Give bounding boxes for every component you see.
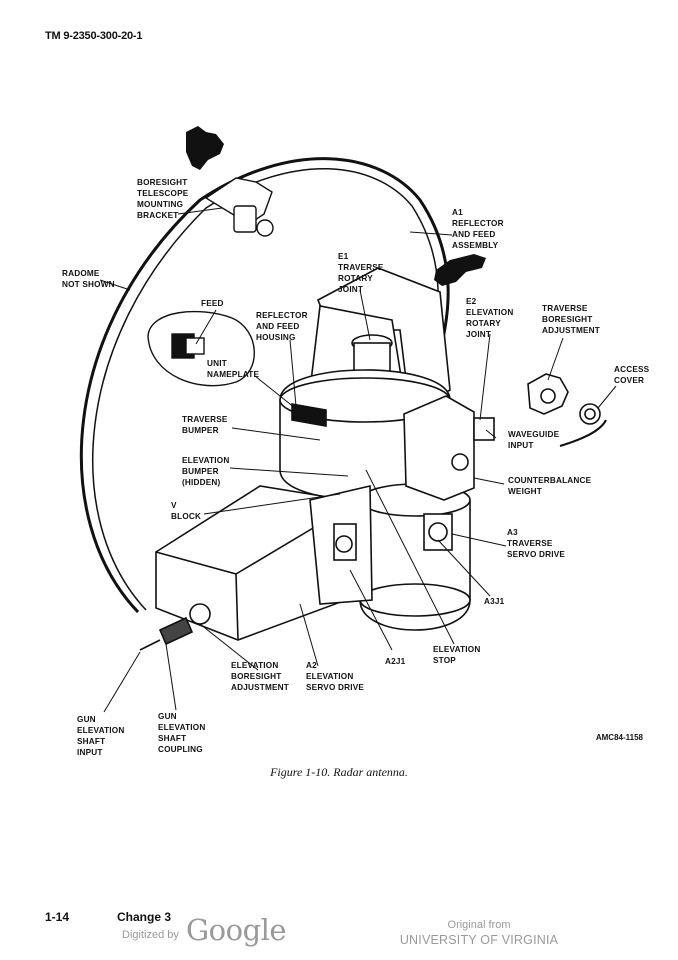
label-boresight-telescope-bracket: BORESIGHT TELESCOPE MOUNTING BRACKET xyxy=(137,178,189,220)
label-a2-elevation-servo: A2 ELEVATION SERVO DRIVE xyxy=(306,661,365,692)
label-a3j1: A3J1 xyxy=(484,597,505,606)
original-from-text: Original from xyxy=(447,919,511,931)
label-traverse-bumper: TRAVERSE BUMPER xyxy=(182,415,228,435)
google-logo: Google xyxy=(186,913,287,947)
label-radome: RADOME NOT SHOWN xyxy=(62,269,115,289)
hand-icon xyxy=(186,126,486,286)
label-feed: FEED xyxy=(201,299,224,308)
label-unit-nameplate: UNIT NAMEPLATE xyxy=(207,359,260,379)
label-elevation-stop: ELEVATION STOP xyxy=(433,645,481,665)
label-elevation-bumper: ELEVATION BUMPER (HIDDEN) xyxy=(182,456,230,487)
label-a1-reflector-feed: A1 REFLECTOR AND FEED ASSEMBLY xyxy=(452,208,504,250)
label-access-cover: ACCESS COVER xyxy=(614,365,650,385)
label-waveguide-input: WAVEGUIDE INPUT xyxy=(508,430,560,450)
label-counterbalance-weight: COUNTERBALANCE WEIGHT xyxy=(508,476,592,496)
digitized-by-text: Digitized by xyxy=(122,929,179,941)
label-traverse-boresight: TRAVERSE BORESIGHT ADJUSTMENT xyxy=(542,304,600,335)
page-number: 1-14 xyxy=(45,910,70,924)
figure-caption: Figure 1-10. Radar antenna. xyxy=(270,765,408,779)
label-e2-elevation-joint: E2 ELEVATION ROTARY JOINT xyxy=(466,297,514,339)
label-elevation-boresight: ELEVATION BORESIGHT ADJUSTMENT xyxy=(231,661,289,692)
figure-code: AMC84-1158 xyxy=(595,733,643,742)
label-v-block: V BLOCK xyxy=(171,501,202,521)
label-reflector-feed-housing: REFLECTOR AND FEED HOUSING xyxy=(256,311,308,342)
change-number: Change 3 xyxy=(117,910,172,924)
document-id: TM 9-2350-300-20-1 xyxy=(45,30,143,42)
label-e1-traverse-joint: E1 TRAVERSE ROTARY JOINT xyxy=(338,252,384,294)
label-gun-shaft-input: GUN ELEVATION SHAFT INPUT xyxy=(77,715,125,757)
label-a2j1: A2J1 xyxy=(385,657,406,666)
institution-name: UNIVERSITY OF VIRGINIA xyxy=(399,933,559,947)
label-gun-shaft-coupling: GUN ELEVATION SHAFT COUPLING xyxy=(158,712,206,754)
label-a3-traverse-servo: A3 TRAVERSE SERVO DRIVE xyxy=(507,528,566,559)
